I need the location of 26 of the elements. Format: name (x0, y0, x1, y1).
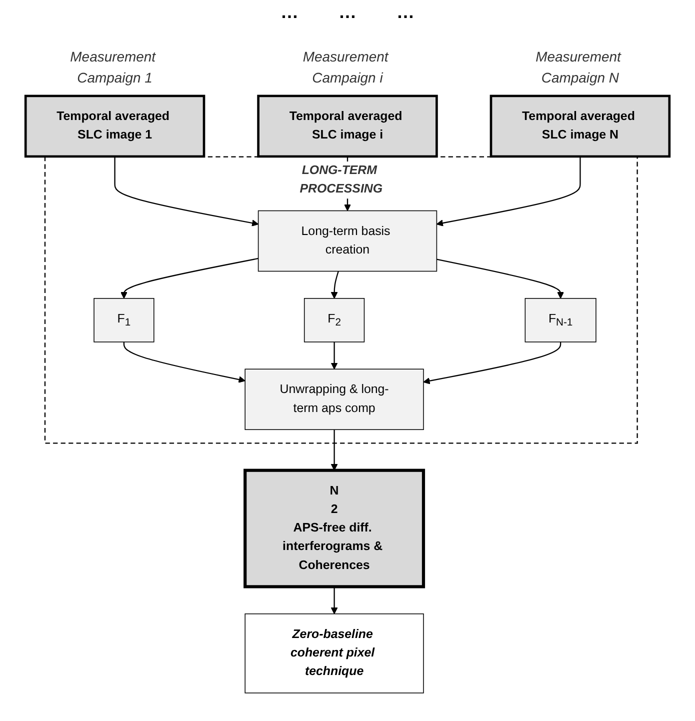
node-label: Measurement Campaign 1 (70, 49, 156, 86)
arrow (330, 430, 338, 471)
node-box: Zero-baseline coherent pixel technique (244, 613, 424, 694)
node-box: Unwrapping & long-term aps comp (244, 368, 424, 430)
arrow (330, 271, 339, 299)
node-label: Measurement Campaign i (302, 49, 388, 86)
node-box: Long-term basis creation (258, 210, 438, 272)
node-box: Temporal averaged SLC image N (490, 94, 671, 158)
node-box: Temporal averaged SLC image i (257, 94, 438, 158)
arrow (123, 342, 246, 383)
arrow (120, 258, 258, 299)
ellipsis-text: … (396, 2, 414, 23)
arrow (330, 586, 338, 614)
node-box: Temporal averaged SLC image 1 (24, 94, 206, 158)
ellipsis-text: … (338, 2, 356, 23)
arrow (330, 342, 338, 370)
node-box: F$_{2}$ (304, 298, 365, 342)
arrow (436, 156, 581, 226)
node-label: Measurement Campaign N (536, 49, 621, 86)
arrow (114, 156, 259, 226)
ellipsis-text: … (280, 2, 298, 23)
node-box: F$_{N-1}$ (524, 298, 596, 342)
arrow (423, 342, 562, 384)
arrow (436, 258, 564, 299)
node-box: F$_{1}$ (94, 298, 154, 342)
node-box: N 2 APS-free diff. interferograms & Coherences (244, 468, 426, 588)
